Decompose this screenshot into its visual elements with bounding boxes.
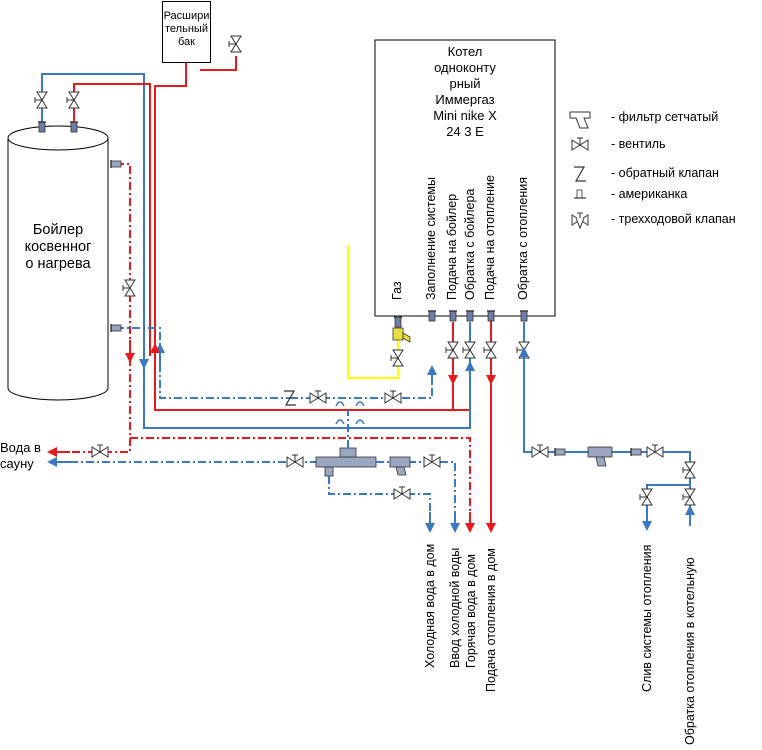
gas-boiler-label-line-1: Котел bbox=[447, 44, 483, 59]
sauna-label-line-1: Вода в bbox=[0, 440, 41, 455]
gas-pipe bbox=[347, 245, 399, 379]
legend-check-valve-text: - обратный клапан bbox=[611, 166, 719, 180]
heating-supply-valve-icon bbox=[483, 341, 497, 359]
gas-boiler-label-line-2: одноконту bbox=[434, 60, 496, 75]
to-dhw-valve-icon bbox=[445, 341, 459, 359]
sauna-cold-valve-icon bbox=[286, 454, 304, 468]
return-valve-1-icon bbox=[531, 444, 549, 458]
expansion-tank-label: Расшири тельный бак bbox=[163, 10, 210, 48]
sauna-label-line-2: сауну bbox=[0, 456, 34, 471]
heating-return-connection-label: Обратка с отопления bbox=[516, 176, 530, 300]
boiler-tank-label-line-2: косвенног bbox=[24, 239, 92, 255]
expansion-tank-pipe bbox=[154, 62, 470, 411]
dhw-hot-side-pipe bbox=[116, 163, 131, 350]
from-dhw-valve-icon bbox=[462, 341, 476, 359]
heating-return-union-icon bbox=[519, 310, 529, 322]
air-vent-valve-icon bbox=[228, 35, 242, 53]
return-union-1-icon bbox=[554, 447, 566, 457]
gas-connection-label: Газ bbox=[390, 281, 404, 300]
from-dhw-connection-label: Обратка с бойлера bbox=[463, 188, 477, 300]
boiler-tank-label-line-3: о нагрева bbox=[25, 256, 91, 272]
gas-filter-icon bbox=[392, 327, 411, 343]
gas-boiler-label-line-6: 24 3 E bbox=[446, 124, 484, 139]
cold-inlet-label: Ввод холодной воды bbox=[448, 547, 462, 668]
heating-return-pipe bbox=[523, 322, 691, 520]
heating-supply-union-icon bbox=[486, 310, 496, 322]
gas-union-icon bbox=[393, 316, 403, 328]
cold-inlet-filter-icon bbox=[389, 456, 411, 476]
legend-shutoff-valve-text: - вентиль bbox=[611, 137, 666, 151]
boiler-tank-label-line-1: Бойлер bbox=[32, 222, 84, 238]
gas-boiler-label-line-3: рный bbox=[449, 76, 481, 91]
sauna-hot-pipe bbox=[129, 358, 471, 528]
legend-check-valve-icon bbox=[574, 166, 586, 182]
return-valve-3-icon bbox=[682, 461, 696, 479]
cold-house-valve-icon bbox=[393, 486, 411, 500]
from-dhw-union-icon bbox=[465, 310, 475, 322]
boiler-top-cold-union-icon bbox=[37, 121, 47, 133]
boiler-top-hot-union-icon bbox=[69, 121, 79, 133]
dhw-cold-valve-2-icon bbox=[384, 390, 402, 404]
return-valve-2-icon bbox=[646, 444, 664, 458]
legend-strainer-filter-text: - фильтр сетчатый bbox=[611, 110, 719, 124]
air-vent-pipe bbox=[200, 56, 237, 71]
fill-connection-label: Заполнение системы bbox=[424, 176, 438, 300]
boiler-side-top-union-icon bbox=[110, 159, 122, 169]
boiler-tank-label: Бойлер косвенног о нагрева bbox=[8, 222, 108, 273]
cold-manifold-icon bbox=[315, 447, 377, 477]
pipe-crossover-icon bbox=[335, 401, 365, 425]
cold-to-house-label: Холодная вода в дом bbox=[423, 543, 437, 668]
gas-boiler-box bbox=[374, 39, 556, 317]
expansion-tank-box: Расшири тельный бак bbox=[162, 1, 211, 63]
return-to-boiler-room-label: Обратка отопления в котельную bbox=[683, 557, 697, 745]
legend-strainer-filter-icon bbox=[569, 111, 591, 129]
hot-to-house-label: Горячая вода в дом bbox=[464, 553, 478, 668]
return-filter-icon bbox=[587, 446, 613, 467]
legend-union-coupling-text: - американка bbox=[611, 187, 688, 201]
to-dhw-union-icon bbox=[448, 310, 458, 322]
gas-boiler-label: Котел одноконту рный Иммергаз Mini nike … bbox=[375, 44, 555, 140]
drain-valve-icon bbox=[639, 488, 653, 506]
dhw-cold-side-pipe bbox=[116, 327, 290, 399]
boiler-tank-icon bbox=[7, 125, 109, 401]
legend-shutoff-valve-icon bbox=[571, 137, 589, 151]
sauna-label: Вода в сауну bbox=[0, 440, 48, 472]
heating-to-house-label: Подача отопления в дом bbox=[484, 548, 498, 692]
dhw-cold-valve-1-icon bbox=[309, 390, 327, 404]
sauna-hot-pipe-left bbox=[70, 438, 131, 453]
fill-union-icon bbox=[427, 310, 437, 322]
cold-inlet-valve-icon bbox=[423, 454, 441, 468]
sauna-hot-valve-icon bbox=[91, 444, 109, 458]
coil-return-pipe bbox=[143, 350, 471, 429]
return-union-2-icon bbox=[630, 447, 642, 457]
gas-valve-icon bbox=[390, 349, 404, 367]
dhw-hot-side-valve-icon bbox=[122, 279, 136, 297]
boiler-side-bottom-union-icon bbox=[110, 323, 122, 333]
heating-drain-label: Слив системы отопления bbox=[640, 544, 654, 692]
boiler-top-hot-valve-icon bbox=[66, 91, 80, 109]
check-valve-line-icon bbox=[284, 390, 296, 406]
legend-three-way-valve-text: - трехходовой клапан bbox=[611, 212, 736, 226]
gas-boiler-label-line-5: Mini nike X bbox=[433, 108, 497, 123]
legend-three-way-valve-icon bbox=[571, 212, 589, 230]
drain-pipe bbox=[646, 484, 690, 520]
heating-supply-connection-label: Подача на отопление bbox=[483, 175, 497, 300]
to-dhw-connection-label: Подача на бойлер bbox=[445, 193, 459, 300]
gas-boiler-label-line-4: Иммергаз bbox=[435, 92, 495, 107]
return-valve-4-icon bbox=[682, 488, 696, 506]
cold-house-pipe bbox=[328, 476, 431, 525]
legend-union-coupling-icon bbox=[574, 189, 586, 199]
boiler-top-cold-valve-icon bbox=[34, 91, 48, 109]
